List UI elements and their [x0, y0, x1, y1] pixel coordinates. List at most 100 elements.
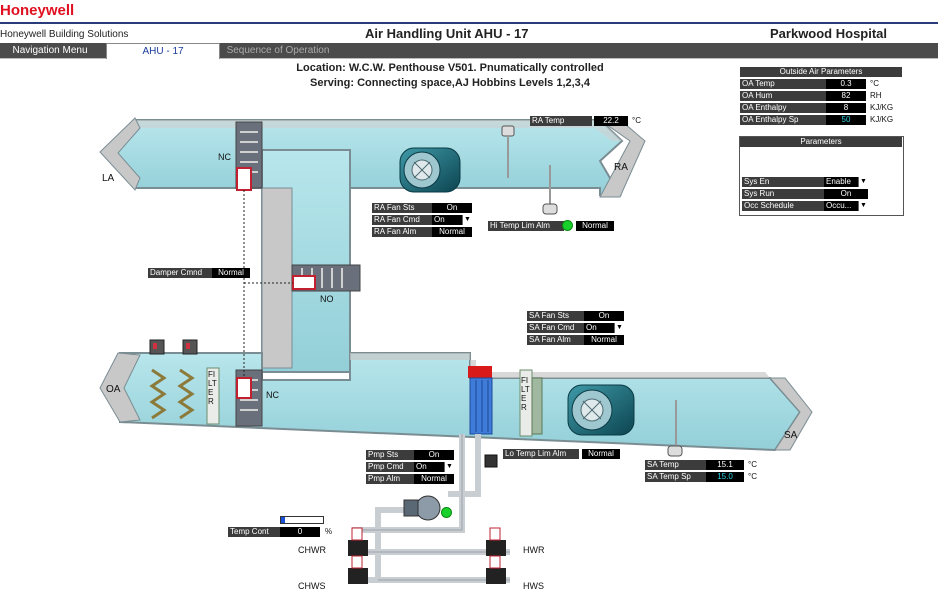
sys-en-value: Enable [826, 177, 851, 186]
temp-cont-bar [280, 516, 324, 524]
sa-fan-alm-label: SA Fan Alm [527, 335, 585, 345]
ra-fan [399, 147, 461, 193]
hwr-label: HWR [523, 545, 545, 555]
oa-coil-2 [177, 368, 195, 420]
label-mix-damper-no: NO [320, 294, 334, 304]
serving-line: Serving: Connecting space,AJ Hobbins Lev… [310, 77, 590, 89]
ra-fan-alm-label: RA Fan Alm [372, 227, 432, 237]
oa-temp-value: 0.3 [826, 79, 866, 89]
parameters-header: Parameters [740, 137, 902, 147]
temp-cont-unit: % [325, 527, 333, 536]
sa-temp-value: 15.1 [706, 460, 744, 470]
ra-damper-actuator [236, 167, 252, 191]
ra-fan-alm-value: Normal [432, 227, 472, 237]
chwr-label: CHWR [298, 545, 326, 555]
ra-fan-cmd-value: On [434, 215, 445, 224]
label-oa: OA [106, 384, 121, 395]
sa-fan-cmd-select[interactable]: On ▼ [584, 323, 624, 333]
label-la: LA [102, 173, 115, 184]
return-air-duct [112, 119, 624, 196]
pmp-sts-label: Pmp Sts [366, 450, 414, 460]
sys-en-label: Sys En [742, 177, 824, 187]
ra-fan-cmd-select[interactable]: On ▼ [432, 215, 472, 225]
pmp-cmd-value: On [416, 462, 427, 471]
chevron-down-icon: ▼ [858, 177, 868, 187]
oa-filter-label: FILTER [208, 370, 217, 406]
site-name: Parkwood Hospital [770, 26, 888, 41]
chevron-down-icon: ▼ [614, 323, 624, 333]
hi-temp-alarm-label: Hi Temp Lim Alm [488, 221, 564, 231]
chevron-down-icon: ▼ [444, 462, 454, 472]
hi-temp-sensor [542, 203, 558, 215]
sa-temp-unit: °C [748, 460, 757, 469]
pmp-alm-label: Pmp Alm [366, 474, 414, 484]
sa-temp-sp-unit: °C [748, 472, 757, 481]
pmp-alm-value: Normal [414, 474, 454, 484]
lo-temp-alarm-label: Lo Temp Lim Alm [503, 449, 579, 459]
hws-label: HWS [523, 581, 544, 591]
company-subtitle: Honeywell Building Solutions [0, 29, 129, 40]
tab-bar: Navigation Menu AHU - 17 Sequence of Ope… [0, 43, 938, 59]
sa-temp-sp-value[interactable]: 15.0 [706, 472, 744, 482]
oa-hum-unit: RH [870, 91, 882, 100]
chws-label: CHWS [298, 581, 326, 591]
label-ra: RA [614, 162, 628, 173]
chevron-down-icon: ▼ [462, 215, 472, 225]
pmp-cmd-select[interactable]: On ▼ [414, 462, 454, 472]
oa-enthalpy-label: OA Enthalpy [740, 103, 826, 113]
temp-cont-label: Temp Cont [228, 527, 280, 537]
chwr-valve [348, 527, 368, 556]
ra-fan-sts-label: RA Fan Sts [372, 203, 432, 213]
sys-en-select[interactable]: Enable ▼ [824, 177, 868, 187]
outside-air-header: Outside Air Parameters [740, 67, 902, 77]
oa-enthalpy-sp-value[interactable]: 50 [826, 115, 866, 125]
page-title: Air Handling Unit AHU - 17 [365, 26, 529, 41]
pmp-cmd-label: Pmp Cmd [366, 462, 414, 472]
sa-fan-cmd-value: On [586, 323, 597, 332]
tab-navigation-menu[interactable]: Navigation Menu [12, 45, 88, 56]
hws-valve [486, 555, 506, 584]
mixing-duct-left-face [261, 187, 293, 369]
oa-coil-1 [149, 368, 167, 420]
sys-run-value: On [824, 189, 868, 199]
damper-cmnd-label: Damper Cmnd [148, 268, 212, 278]
sys-run-label: Sys Run [742, 189, 824, 199]
occ-schedule-select[interactable]: Occu... ▼ [824, 201, 868, 211]
coil-pump [403, 495, 441, 521]
pmp-sts-value: On [414, 450, 454, 460]
sa-fan-cmd-label: SA Fan Cmd [527, 323, 585, 333]
sa-fan-alm-value: Normal [584, 335, 624, 345]
heating-coil-top [468, 366, 492, 378]
la-outlet [99, 117, 141, 191]
tab-ahu-17[interactable]: AHU - 17 [106, 43, 220, 59]
oa-enthalpy-sp-label: OA Enthalpy Sp [740, 115, 826, 125]
hwr-valve [486, 527, 506, 556]
tab-sequence-of-operation[interactable]: Sequence of Operation [226, 45, 330, 56]
temp-cont-fill [281, 517, 285, 523]
oa-inlet [99, 352, 141, 423]
oa-hum-value: 82 [826, 91, 866, 101]
sa-temp-sensor [667, 445, 683, 457]
supply-duct-top-face [350, 353, 770, 378]
sa-fan-sts-value: On [584, 311, 624, 321]
occ-schedule-value: Occu... [826, 201, 852, 210]
sa-filter-2 [531, 377, 543, 435]
label-ra-damper-nc: NC [218, 152, 231, 162]
location-line: Location: W.C.W. Penthouse V501. Pnumati… [296, 62, 604, 74]
label-oa-damper-nc: NC [266, 390, 279, 400]
header-rule [0, 22, 938, 24]
ra-temp-value: 22.2 [594, 116, 628, 126]
hi-temp-status-icon [562, 220, 573, 231]
hi-temp-alarm-value: Normal [576, 221, 614, 231]
temp-cont-value: 0 [280, 527, 320, 537]
honeywell-logo: Honeywell [0, 2, 75, 19]
sa-fan [567, 384, 635, 436]
pump-status-icon [441, 507, 452, 518]
chevron-down-icon: ▼ [858, 201, 868, 211]
oa-hum-label: OA Hum [740, 91, 826, 101]
damper-cmnd-value: Normal [212, 268, 250, 278]
chws-valve [348, 555, 368, 584]
oa-filter [206, 367, 220, 425]
oa-enthalpy-unit: KJ/KG [870, 103, 894, 112]
